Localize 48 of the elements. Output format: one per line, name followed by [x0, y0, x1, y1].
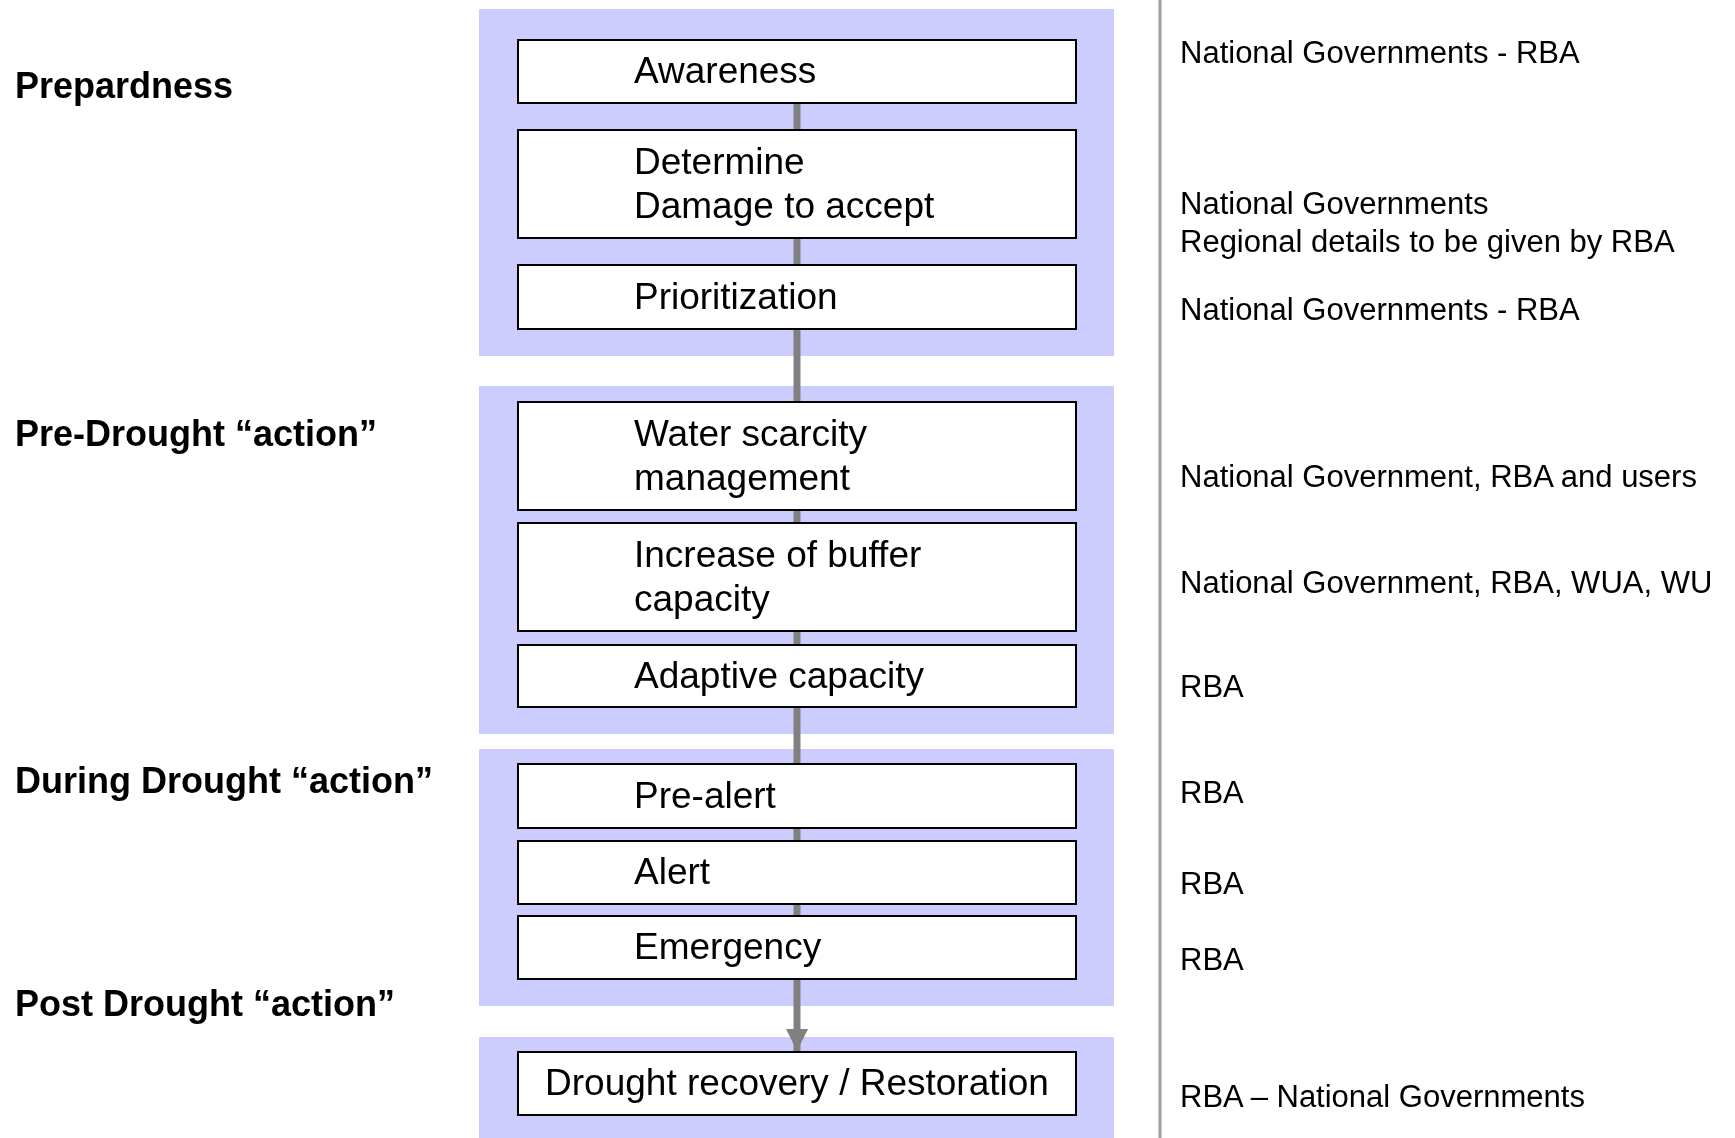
process-box — [517, 644, 1077, 708]
step-text: Alert — [634, 850, 711, 895]
process-box — [517, 39, 1077, 104]
process-box — [517, 264, 1077, 330]
responsibility-text: National Governments - RBA — [1180, 292, 1580, 328]
process-box — [517, 129, 1077, 239]
process-box — [517, 1051, 1077, 1116]
responsibility-text: RBA — [1180, 866, 1244, 902]
step-text: Pre-alert — [634, 773, 776, 818]
connector-line — [793, 708, 801, 763]
step-text: Water scarcity management — [634, 411, 868, 500]
responsibility-text: Regional details to be given by RBA — [1180, 224, 1675, 260]
step-text: Determine Damage to accept — [634, 139, 936, 228]
connector-line — [793, 905, 801, 915]
step-text: Prioritization — [634, 274, 838, 319]
phase-heading: Prepardness — [15, 65, 234, 107]
process-box — [517, 763, 1077, 829]
process-box — [517, 915, 1077, 980]
phase-heading: Post Drought “action” — [15, 983, 395, 1025]
responsibility-text: National Government, RBA, WUA, WU — [1180, 565, 1713, 601]
phase-heading: During Drought “action” — [15, 760, 433, 802]
connector-line — [793, 239, 801, 264]
phase-band — [479, 749, 1114, 1006]
process-box — [517, 522, 1077, 632]
phase-band — [479, 386, 1114, 734]
responsibility-text: RBA – National Governments — [1180, 1079, 1585, 1115]
phase-heading: Pre-Drought “action” — [15, 413, 377, 455]
responsibility-text: RBA — [1180, 942, 1244, 978]
responsibility-text: National Governments - RBA — [1180, 35, 1580, 71]
process-box — [517, 840, 1077, 905]
step-text: Emergency — [634, 925, 822, 970]
step-text: Awareness — [634, 49, 817, 94]
step-text: Drought recovery / Restoration — [545, 1061, 1049, 1106]
phase-band — [479, 9, 1114, 356]
responsibility-text: RBA — [1180, 669, 1244, 705]
arrow — [786, 980, 808, 1051]
connector-line — [793, 330, 801, 401]
step-text: Adaptive capacity — [634, 653, 924, 698]
responsibility-text: RBA — [1180, 775, 1244, 811]
process-box — [517, 401, 1077, 511]
connector-line — [793, 829, 801, 840]
connector-line — [793, 104, 801, 129]
connector-line — [793, 632, 801, 644]
step-text: Increase of buffer capacity — [634, 532, 923, 621]
connector-line — [793, 511, 801, 522]
phase-band — [479, 1037, 1114, 1138]
responsibility-text: National Governments — [1180, 186, 1489, 222]
responsibility-text: National Government, RBA and users — [1180, 459, 1697, 495]
